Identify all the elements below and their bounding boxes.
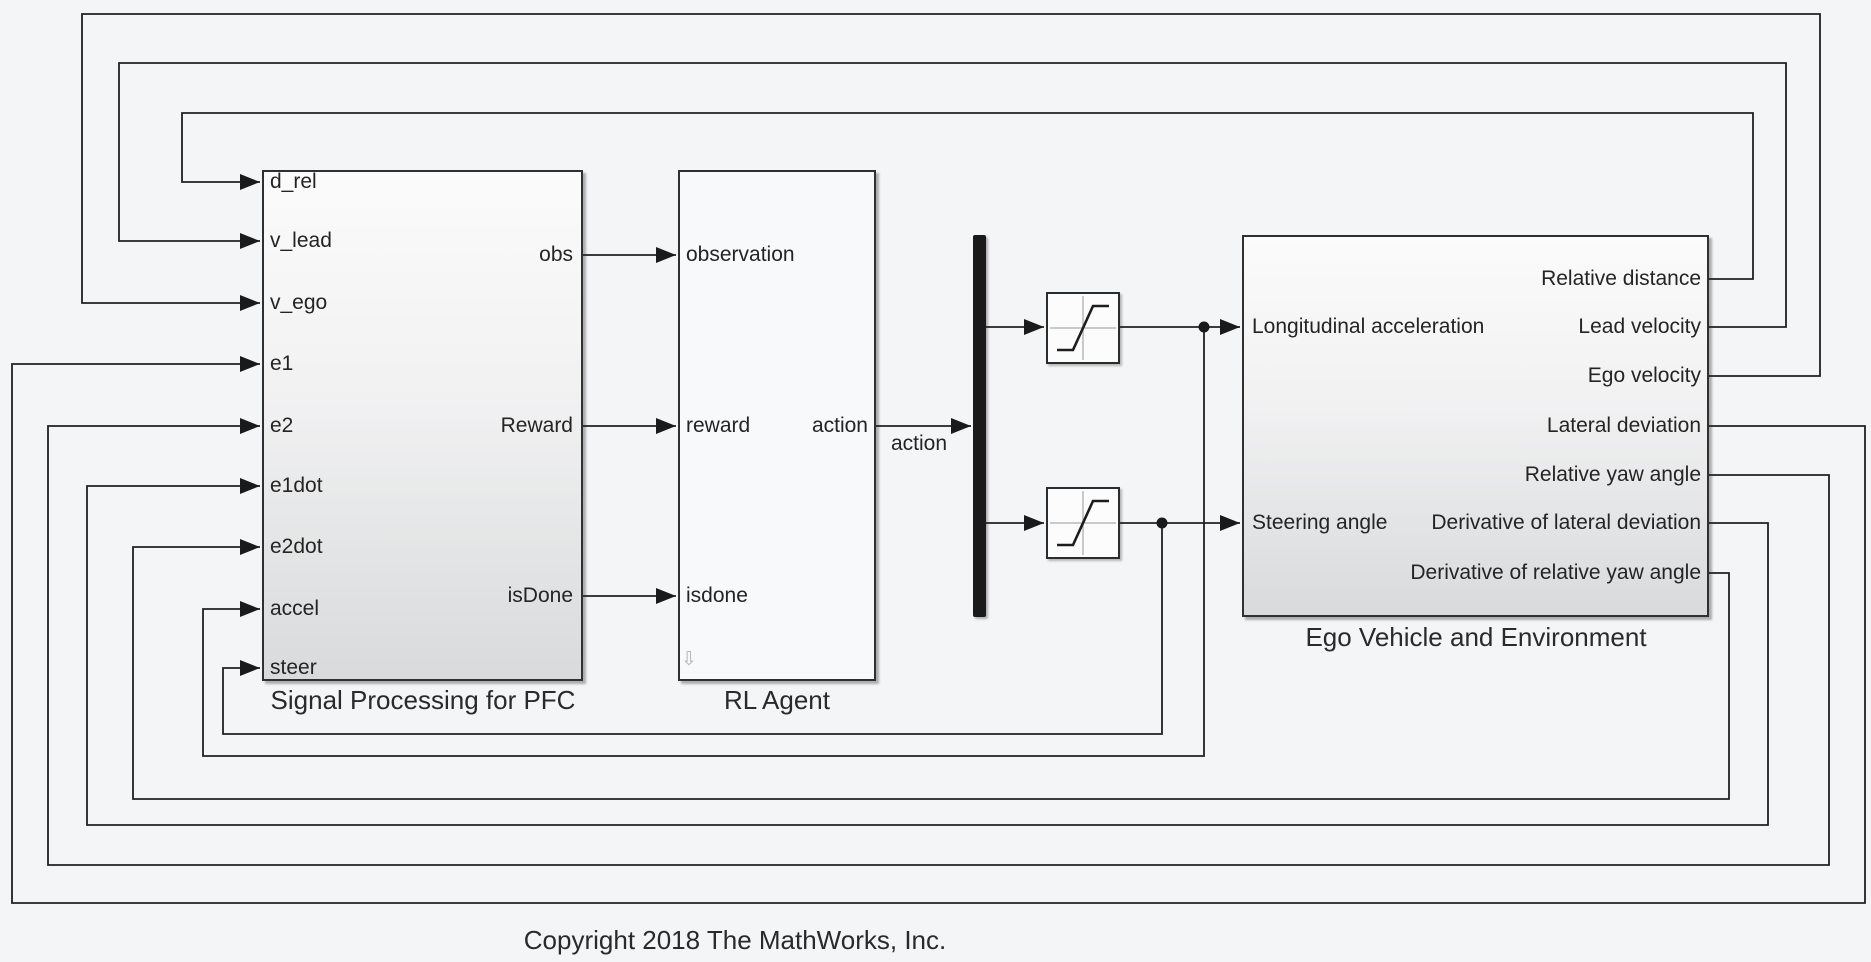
wire-feedback-e1[interactable]	[11, 356, 1866, 904]
rl-agent-caption: RL Agent	[723, 685, 830, 715]
port-label-e1: e1	[270, 352, 294, 375]
wire-feedback-d-rel[interactable]	[181, 112, 1754, 280]
saturation-block-1[interactable]	[1046, 292, 1120, 364]
saturation-icon	[1050, 296, 1116, 360]
port-label-relative-distance: Relative distance	[1541, 267, 1701, 290]
port-label-relative-yaw-angle: Relative yaw angle	[1524, 463, 1701, 486]
port-label-v-ego: v_ego	[270, 291, 328, 314]
port-label-accel: accel	[270, 597, 320, 620]
port-label-e2dot: e2dot	[270, 535, 323, 558]
port-label-reward-out: Reward	[500, 414, 573, 437]
port-label-v-lead: v_lead	[270, 229, 332, 252]
port-label-isdone-in: isdone	[686, 584, 748, 607]
port-label-longitudinal-acceleration: Longitudinal acceleration	[1252, 315, 1485, 338]
branch-dot-steer	[1156, 517, 1168, 529]
rl-agent-block[interactable]	[678, 170, 876, 681]
port-label-ego-velocity: Ego velocity	[1587, 364, 1701, 387]
ego-vehicle-caption: Ego Vehicle and Environment	[1305, 622, 1647, 652]
port-label-lateral-deviation: Lateral deviation	[1546, 414, 1701, 437]
branch-dot-accel	[1198, 321, 1210, 333]
saturation-icon	[1050, 491, 1116, 555]
port-label-d-rel: d_rel	[270, 170, 317, 193]
port-label-e2: e2	[270, 414, 294, 437]
port-label-action-out: action	[811, 414, 868, 437]
wire-feedback-e1dot[interactable]	[86, 478, 1769, 826]
port-label-derivative-lateral-deviation: Derivative of lateral deviation	[1431, 511, 1701, 534]
block-badge-arrow-icon[interactable]: ⇩	[681, 648, 697, 670]
signal-processing-caption: Signal Processing for PFC	[270, 685, 576, 715]
port-label-reward-in: reward	[686, 414, 751, 437]
wire-feedback-v-ego[interactable]	[81, 13, 1821, 377]
port-label-derivative-relative-yaw-angle: Derivative of relative yaw angle	[1410, 561, 1701, 584]
port-label-steering-angle: Steering angle	[1252, 511, 1388, 534]
action-signal-label[interactable]: action	[890, 432, 948, 455]
port-label-e1dot: e1dot	[270, 474, 323, 497]
wire-feedback-accel[interactable]	[202, 327, 1205, 757]
port-label-isdone-out: isDone	[507, 584, 573, 607]
wire-feedback-e2dot[interactable]	[132, 539, 1730, 800]
signal-processing-block[interactable]	[262, 170, 583, 681]
copyright-annotation: Copyright 2018 The MathWorks, Inc.	[523, 925, 947, 955]
wire-feedback-steer[interactable]	[222, 523, 1163, 735]
demux-block[interactable]	[973, 235, 986, 617]
wire-feedback-v-lead[interactable]	[118, 62, 1787, 328]
port-label-lead-velocity: Lead velocity	[1578, 315, 1701, 338]
port-label-steer: steer	[270, 656, 317, 679]
port-label-observation: observation	[686, 243, 795, 266]
saturation-block-2[interactable]	[1046, 487, 1120, 559]
port-label-obs: obs	[539, 243, 573, 266]
wire-feedback-e2[interactable]	[47, 418, 1830, 866]
ego-vehicle-block[interactable]	[1242, 235, 1709, 617]
